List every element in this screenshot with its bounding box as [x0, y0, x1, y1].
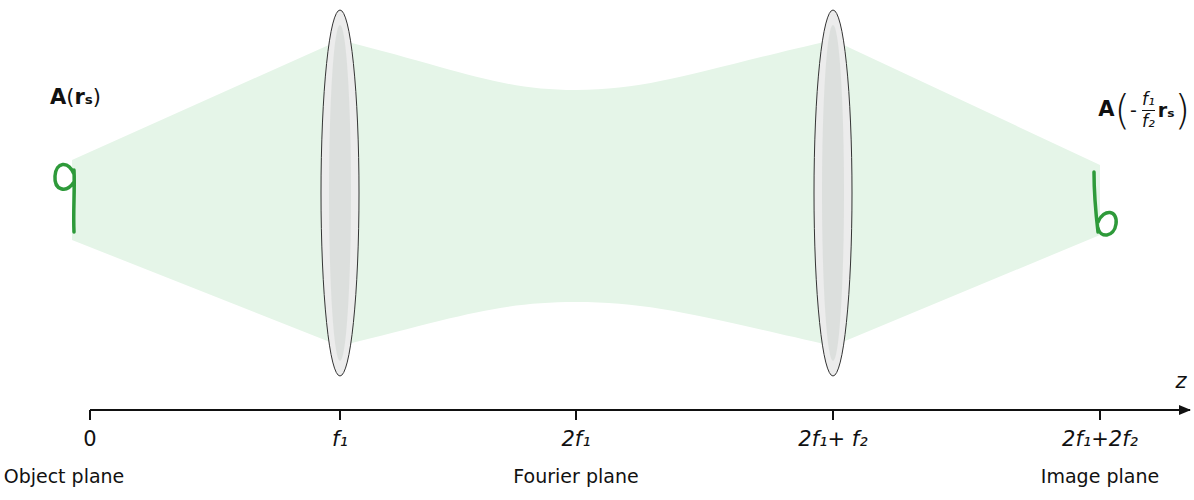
tick-label: 0: [83, 428, 96, 451]
amplitude-symbol: A: [50, 86, 66, 109]
fraction-bar: [1142, 110, 1155, 111]
image-digit: [1094, 172, 1116, 235]
position-vector: rₛ: [74, 86, 92, 109]
lens-1: [321, 10, 359, 376]
paren: (: [1115, 88, 1131, 132]
focal-length: f₁: [1142, 90, 1155, 109]
focal-length: f₂: [1142, 112, 1155, 131]
minus-sign: -: [1130, 100, 1137, 121]
tick-label: 2f₁+2f₂: [1062, 428, 1138, 451]
paren: ): [93, 86, 101, 109]
axis-ticks: [90, 410, 1100, 420]
position-vector: rₛ: [1158, 100, 1175, 121]
object-digit: [55, 164, 74, 232]
tick-label: 2f₁: [561, 428, 590, 451]
plane-label: Fourier plane: [513, 466, 638, 487]
light-beam: [72, 40, 1100, 346]
object-amplitude-label: A(rₛ): [50, 86, 101, 109]
image-amplitude-label: A(-f₁ f₂rₛ): [1098, 88, 1190, 132]
paren: (: [66, 86, 74, 109]
amplitude-symbol: A: [1098, 98, 1114, 121]
focal-ratio: f₁ f₂: [1142, 90, 1155, 130]
paren: ): [1174, 88, 1190, 132]
axis-name: z: [1175, 370, 1186, 393]
plane-label: Image plane: [1041, 466, 1159, 487]
plane-label: Object plane: [4, 466, 125, 487]
lens-2: [814, 10, 852, 376]
tick-label: f₁: [332, 428, 348, 451]
tick-label: 2f₁+ f₂: [798, 428, 867, 451]
z-axis: [90, 409, 1190, 411]
